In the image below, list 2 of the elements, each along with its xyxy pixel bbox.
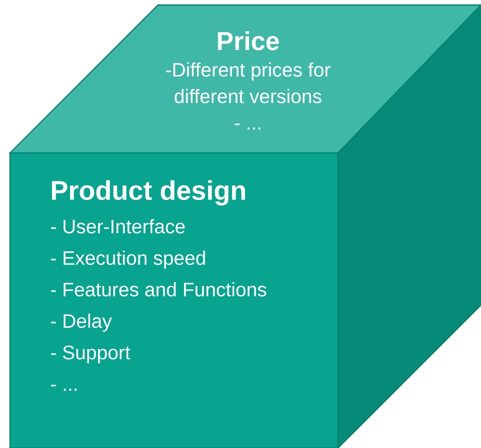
side-face (337, 4, 481, 448)
front-face: Product design - User-Interface - Execution speed - Features and Functions - Delay - Support - ... (9, 152, 339, 448)
